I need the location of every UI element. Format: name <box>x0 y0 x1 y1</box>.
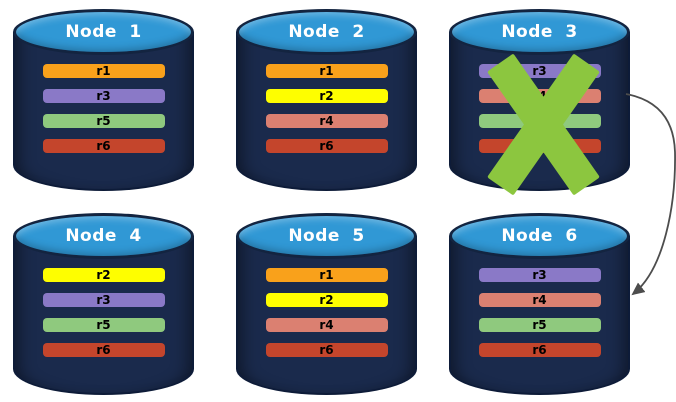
replica-bar: r6 <box>478 343 601 357</box>
replica-bar: r4 <box>265 114 388 128</box>
replica-bar: r5 <box>42 114 165 128</box>
replica-list: r2 r3 r5 r6 <box>13 268 194 357</box>
replica-label: r6 <box>96 139 111 153</box>
replica-bar: r5 <box>42 318 165 332</box>
replica-label: r5 <box>96 114 111 128</box>
node-title: Node 5 <box>288 226 365 246</box>
failover-arrow-path <box>625 93 676 296</box>
cylinder-body <box>13 32 194 191</box>
replica-bar: r2 <box>265 89 388 103</box>
cylinder-body <box>236 32 417 191</box>
replica-label: r3 <box>96 89 111 103</box>
cylinder-top: Node 5 <box>236 213 417 259</box>
replica-label: r4 <box>532 293 547 307</box>
node-title: Node 3 <box>501 22 578 42</box>
replica-label: r6 <box>532 343 547 357</box>
replica-label: r6 <box>96 343 111 357</box>
cylinder-top: Node 6 <box>449 213 630 259</box>
replica-bar: r6 <box>265 343 388 357</box>
replica-label: r1 <box>96 64 111 78</box>
cylinder-top: Node 2 <box>236 9 417 55</box>
replica-bar: r2 <box>265 293 388 307</box>
replica-label: r6 <box>319 139 334 153</box>
replica-list: r1 r2 r4 r6 <box>236 64 417 153</box>
replica-bar: r6 <box>265 139 388 153</box>
cylinder-body <box>236 236 417 395</box>
replica-bar: r3 <box>478 268 601 282</box>
replica-label: r2 <box>319 293 334 307</box>
cylinder-top: Node 3 <box>449 9 630 55</box>
node-1: Node 1 r1 r3 r5 r6 <box>13 9 194 191</box>
cylinder-body <box>13 236 194 395</box>
replica-bar: r1 <box>265 268 388 282</box>
node-2: Node 2 r1 r2 r4 r6 <box>236 9 417 191</box>
node-5: Node 5 r1 r2 r4 r6 <box>236 213 417 395</box>
cylinder-top: Node 1 <box>13 9 194 55</box>
node-title: Node 4 <box>65 226 142 246</box>
replica-bar: r3 <box>42 89 165 103</box>
node-3: Node 3 r3 r4 r5 r6 <box>449 9 630 195</box>
replica-list: r1 r3 r5 r6 <box>13 64 194 153</box>
replica-label: r3 <box>96 293 111 307</box>
replica-bar: r3 <box>42 293 165 307</box>
node-title: Node 1 <box>65 22 142 42</box>
replica-label: r4 <box>319 114 334 128</box>
replica-label: r3 <box>532 268 547 282</box>
replica-label: r4 <box>319 318 334 332</box>
replica-bar: r1 <box>265 64 388 78</box>
replica-label: r3 <box>532 64 547 78</box>
replica-list: r1 r2 r4 r6 <box>236 268 417 357</box>
replica-label: r5 <box>96 318 111 332</box>
node-6: Node 6 r3 r4 r5 r6 <box>449 213 630 395</box>
replica-label: r6 <box>319 343 334 357</box>
replica-bar: r6 <box>42 139 165 153</box>
replica-bar: r4 <box>265 318 388 332</box>
x-stroke <box>487 54 600 195</box>
replica-label: r1 <box>319 268 334 282</box>
node-title: Node 6 <box>501 226 578 246</box>
replica-bar: r2 <box>42 268 165 282</box>
replica-bar: r1 <box>42 64 165 78</box>
replica-bar: r4 <box>478 293 601 307</box>
replica-label: r5 <box>532 318 547 332</box>
replica-label: r1 <box>319 64 334 78</box>
node-4: Node 4 r2 r3 r5 r6 <box>13 213 194 395</box>
replica-bar: r6 <box>42 343 165 357</box>
replica-label: r2 <box>96 268 111 282</box>
cylinder-top: Node 4 <box>13 213 194 259</box>
failure-x-icon <box>487 54 600 195</box>
replica-list: r3 r4 r5 r6 <box>449 268 630 357</box>
node-title: Node 2 <box>288 22 365 42</box>
cylinder-body <box>449 236 630 395</box>
replica-label: r2 <box>319 89 334 103</box>
replica-bar: r5 <box>478 318 601 332</box>
